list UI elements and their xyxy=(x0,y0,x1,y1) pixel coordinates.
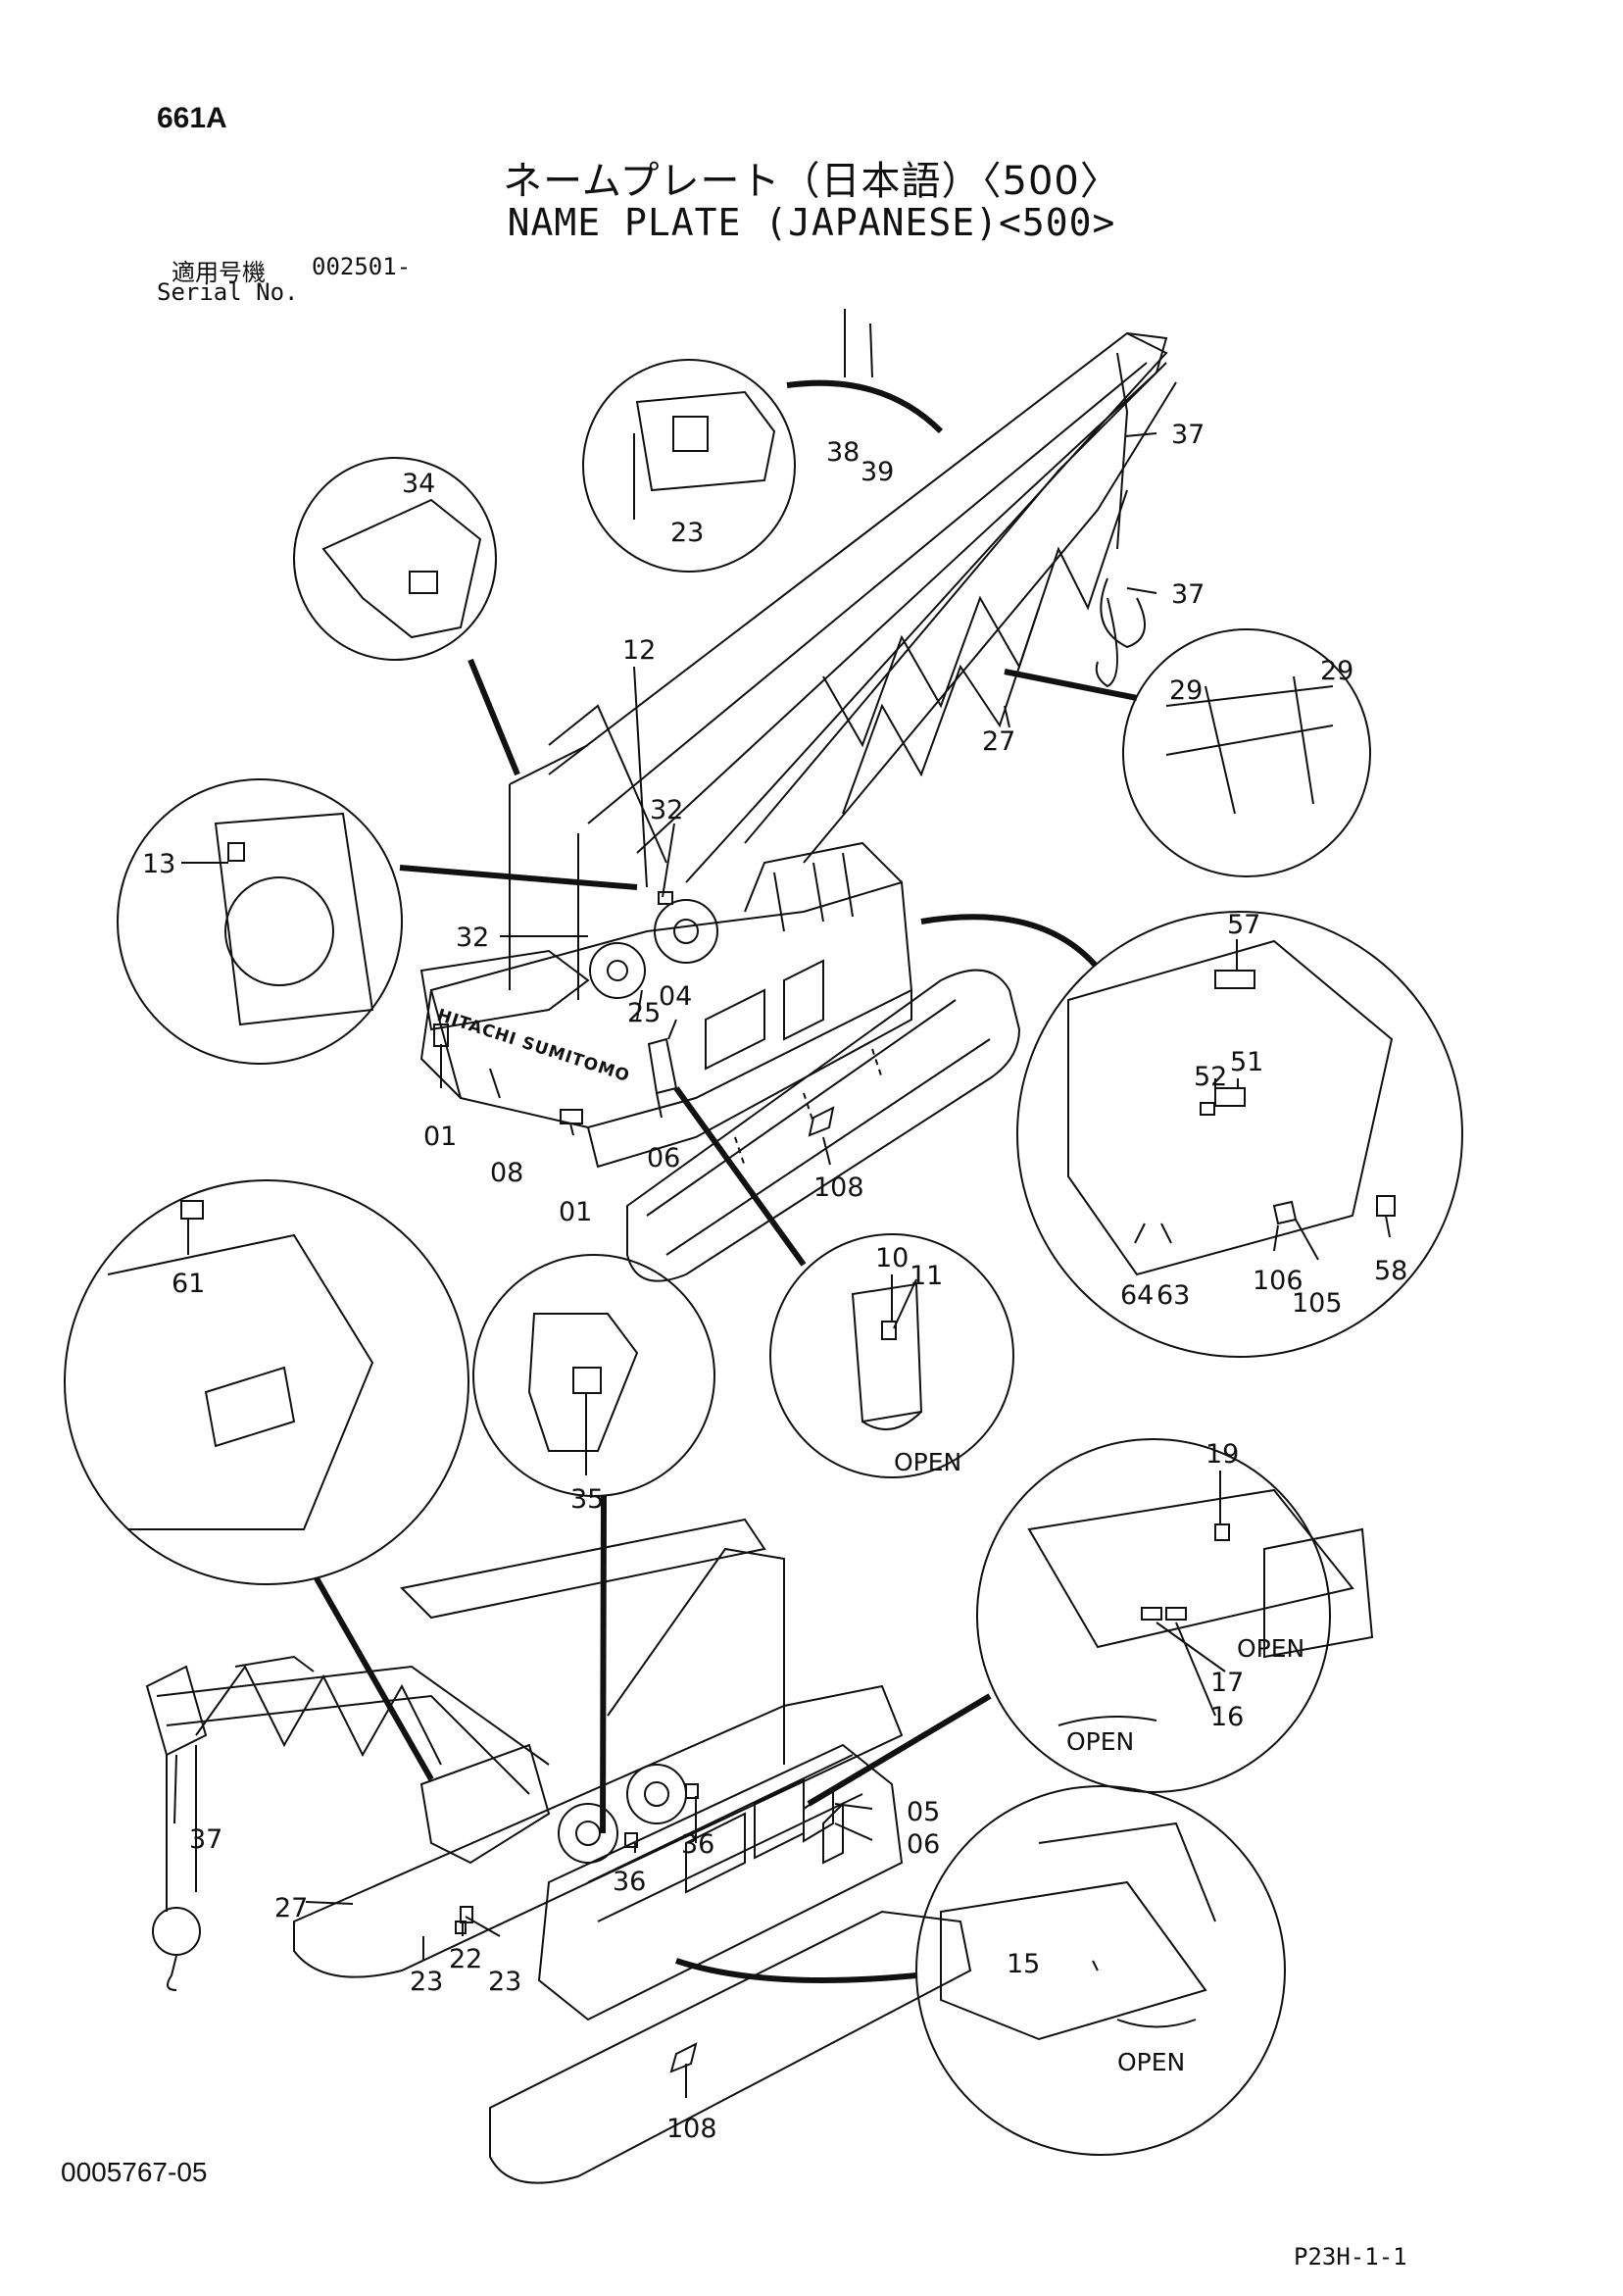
open-label-floor: OPEN xyxy=(1066,1727,1134,1756)
callout-37-top: 37 xyxy=(1171,420,1205,450)
callout-19: 19 xyxy=(1205,1439,1239,1470)
open-label-panel: OPEN xyxy=(1237,1634,1304,1663)
callout-36-left: 36 xyxy=(613,1867,646,1897)
callout-35: 35 xyxy=(570,1484,604,1515)
callout-22: 22 xyxy=(449,1944,482,1974)
title-japanese: ネームプレート（日本語）〈500〉 xyxy=(503,159,1120,204)
callout-27-upper: 27 xyxy=(982,726,1015,757)
callout-13: 13 xyxy=(142,849,175,879)
callout-34: 34 xyxy=(402,469,435,499)
callout-37-hook: 37 xyxy=(1171,579,1205,610)
callout-32-lower: 32 xyxy=(456,923,489,953)
callout-06-upper: 06 xyxy=(647,1143,680,1173)
upper-crane-drawing xyxy=(419,331,1177,1282)
callout-11: 11 xyxy=(910,1261,943,1291)
callout-27-lower: 27 xyxy=(274,1893,308,1923)
callout-32-upper: 32 xyxy=(650,795,683,825)
callout-10: 10 xyxy=(875,1243,909,1273)
callout-23-detail: 23 xyxy=(670,518,704,548)
lower-crane-drawing xyxy=(145,1518,972,2184)
callout-39: 39 xyxy=(861,457,894,487)
callout-29-left: 29 xyxy=(1169,675,1203,706)
callout-105: 105 xyxy=(1292,1288,1343,1319)
callout-52: 52 xyxy=(1194,1062,1227,1092)
machine-lettering: HITACHI SUMITOMO xyxy=(434,1006,632,1087)
callout-16: 16 xyxy=(1210,1702,1244,1732)
title-english: NAME PLATE (JAPANESE)<500> xyxy=(507,201,1116,244)
callout-01-right: 01 xyxy=(559,1197,592,1227)
detail-circles xyxy=(64,359,1463,2156)
callout-17: 17 xyxy=(1210,1668,1244,1698)
callout-51: 51 xyxy=(1230,1047,1263,1077)
callout-12: 12 xyxy=(622,635,656,666)
open-label-engine: OPEN xyxy=(1117,2048,1185,2076)
callout-06-lower: 06 xyxy=(907,1829,940,1860)
callout-15: 15 xyxy=(1007,1949,1040,1979)
callout-01-left: 01 xyxy=(423,1122,457,1152)
serial-label-english: Serial No. xyxy=(157,278,299,306)
document-id: 0005767-05 xyxy=(61,2157,208,2187)
callout-25: 25 xyxy=(627,998,661,1028)
callout-57: 57 xyxy=(1227,910,1260,940)
callout-36-right: 36 xyxy=(681,1829,714,1860)
callout-38: 38 xyxy=(826,437,860,468)
detail-leaders xyxy=(314,379,1138,1983)
serial-number-value: 002501- xyxy=(312,253,412,280)
callout-61: 61 xyxy=(172,1269,205,1299)
serial-label-japanese: 適用号機 xyxy=(172,259,266,286)
callout-63: 63 xyxy=(1156,1280,1190,1311)
callout-106: 106 xyxy=(1253,1266,1303,1296)
callout-23-right: 23 xyxy=(488,1967,521,1997)
callout-64: 64 xyxy=(1120,1280,1154,1311)
callout-37-lower: 37 xyxy=(189,1824,222,1855)
callout-05: 05 xyxy=(907,1797,940,1827)
callout-108-upper: 108 xyxy=(813,1173,864,1203)
callout-29-right: 29 xyxy=(1320,656,1353,686)
callout-108-lower: 108 xyxy=(666,2114,717,2144)
callout-58: 58 xyxy=(1374,1256,1407,1286)
callout-04: 04 xyxy=(659,981,692,1012)
callout-08: 08 xyxy=(490,1158,523,1188)
sheet-id: P23H-1-1 xyxy=(1294,2243,1407,2271)
callout-23-left: 23 xyxy=(410,1967,443,1997)
page-code: 661A xyxy=(157,102,227,134)
open-label-door: OPEN xyxy=(894,1448,961,1476)
callout-labels: 23 38 39 37 37 34 12 29 29 27 32 13 32 5… xyxy=(142,420,1407,2144)
